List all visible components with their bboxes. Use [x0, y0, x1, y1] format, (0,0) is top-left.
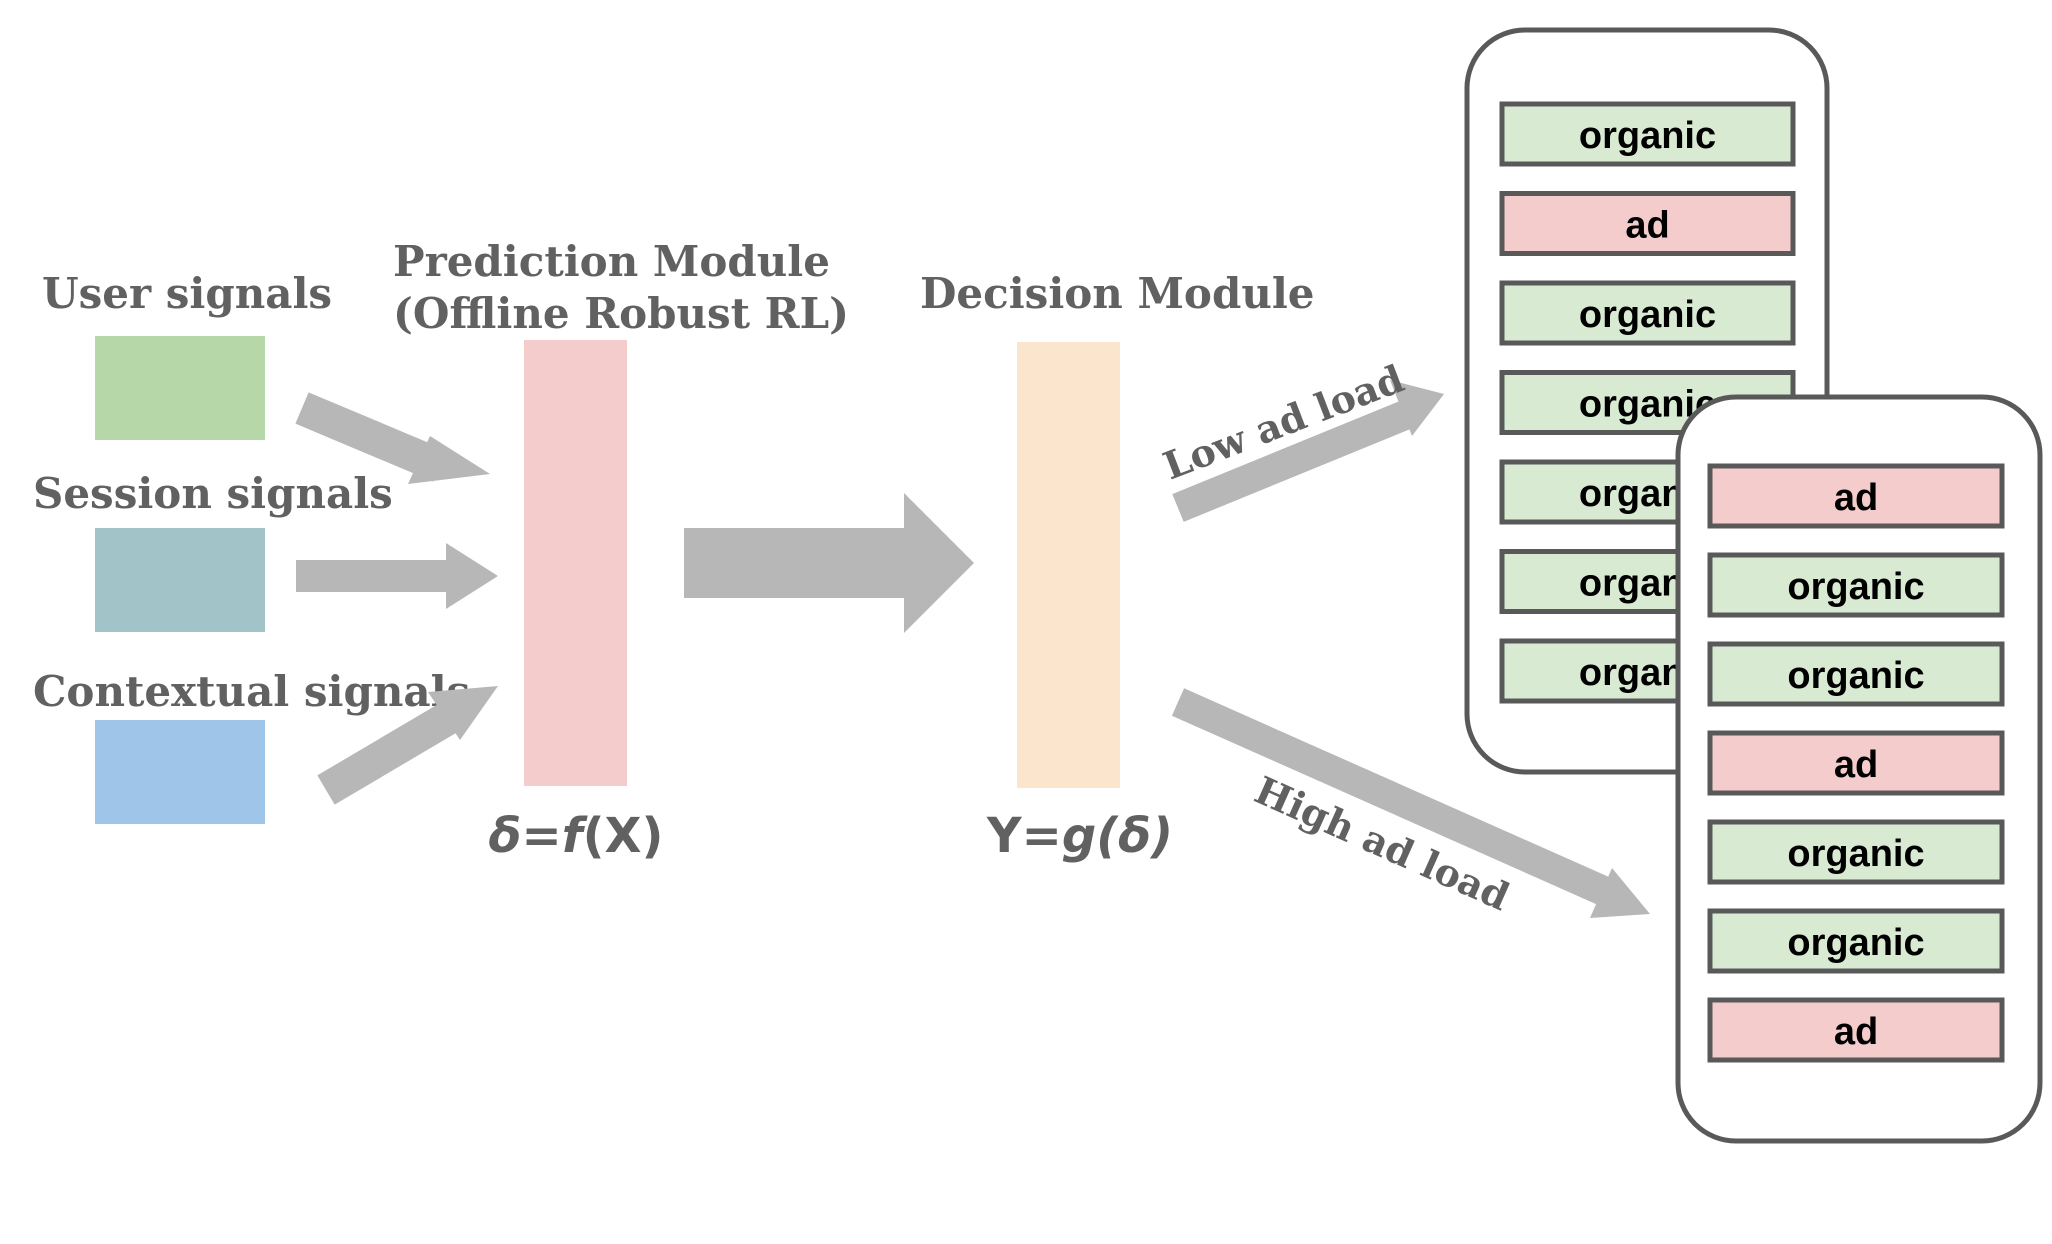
low-ad-load-feed-item: ad — [1499, 191, 1796, 256]
high-ad-load-feed-item: ad — [1707, 730, 2005, 796]
user-signals-label: User signals — [42, 269, 332, 318]
user-to-prediction-arrow-shaft — [295, 392, 447, 482]
organic-slot-label: organic — [1787, 922, 1924, 964]
contextual-signals-label: Contextual signals — [33, 667, 470, 716]
decision-formula-part-c: (δ) — [1096, 808, 1173, 864]
low-ad-load-arrow-shaft — [1172, 399, 1416, 522]
organic-slot-label: organic — [1787, 655, 1924, 697]
organic-slot — [1707, 819, 2005, 885]
organic-slot-label: organic — [1787, 566, 1924, 608]
ad-slot — [1707, 463, 2005, 529]
high-ad-load-arrow-shaft — [1171, 688, 1615, 907]
organic-slot-label: organic — [1579, 115, 1716, 157]
organic-slot-label: organic — [1787, 833, 1924, 875]
contextual-signals-block — [95, 720, 265, 824]
high-ad-load-arrow-head — [1590, 868, 1650, 918]
decision-module-bar — [1017, 342, 1120, 788]
ad-slot-label: ad — [1625, 205, 1669, 247]
low-ad-load-feed-item: organic — [1499, 101, 1796, 167]
prediction-module-title: Prediction Module — [393, 237, 830, 286]
context-to-prediction-arrow-head — [428, 686, 498, 740]
high-ad-load-feed-item: organic — [1707, 908, 2005, 974]
user-signals-block — [95, 336, 265, 440]
low-ad-load-arrow-head — [1390, 380, 1444, 436]
ad-slot — [1707, 730, 2005, 796]
prediction-to-decision-arrow-shaft — [684, 528, 906, 598]
organic-slot — [1707, 641, 2005, 707]
organic-slot — [1707, 908, 2005, 974]
user-to-prediction-arrow-head — [408, 436, 490, 484]
organic-slot — [1499, 101, 1796, 167]
decision-formula: Y=g(δ) — [986, 808, 1173, 864]
session-to-prediction-arrow-shaft — [296, 560, 446, 592]
prediction-formula: δ=f(X) — [489, 808, 664, 864]
session-signals-label: Session signals — [33, 469, 393, 518]
session-signals-block — [95, 528, 265, 632]
prediction-module-bar — [524, 340, 627, 786]
ad-slot-label: ad — [1834, 1011, 1878, 1053]
decision-module-title: Decision Module — [920, 269, 1315, 318]
high-ad-load-feed-item: organic — [1707, 819, 2005, 885]
high-ad-load-phone: ad organic organic ad organic organic ad — [1675, 394, 2043, 1144]
high-ad-load-feed-item: organic — [1707, 552, 2005, 618]
ad-slot-label: ad — [1834, 477, 1878, 519]
organic-slot-label: organic — [1579, 294, 1716, 336]
organic-slot — [1499, 280, 1796, 346]
decision-formula-part-a: Y= — [986, 808, 1062, 864]
prediction-formula-part-c: (X) — [583, 808, 664, 864]
session-to-prediction-arrow-head — [446, 543, 498, 609]
ad-slot-label: ad — [1834, 744, 1878, 786]
ad-slot — [1707, 997, 2005, 1063]
organic-slot — [1707, 552, 2005, 618]
context-to-prediction-arrow-shaft — [317, 703, 457, 805]
low-ad-load-feed-item: organic — [1499, 280, 1796, 346]
high-ad-load-feed-item: ad — [1707, 463, 2005, 529]
ad-slot — [1499, 191, 1796, 256]
high-ad-load-feed-item: organic — [1707, 641, 2005, 707]
prediction-to-decision-arrow-head — [904, 493, 974, 633]
prediction-module-subtitle: (Offline Robust RL) — [393, 289, 849, 338]
high-ad-load-feed: ad organic organic ad organic organic ad — [1707, 463, 2005, 1063]
prediction-formula-part-a: δ= — [489, 808, 562, 864]
high-ad-load-feed-item: ad — [1707, 997, 2005, 1063]
decision-formula-part-b: g — [1062, 808, 1096, 864]
